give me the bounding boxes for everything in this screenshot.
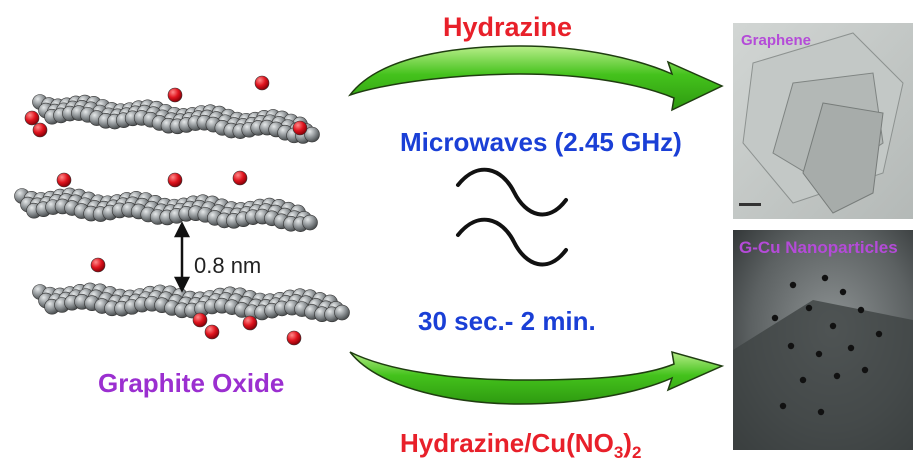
cu-nanoparticle xyxy=(829,322,837,330)
oxygen-atom xyxy=(232,170,248,186)
graphene-oxide-layer-bottom xyxy=(32,257,350,346)
g-cu-texture xyxy=(733,230,913,450)
oxygen-atom xyxy=(242,315,258,331)
top-reagent-label: Hydrazine xyxy=(443,12,573,42)
cu-nanoparticle xyxy=(787,342,795,350)
carbon-atom xyxy=(302,214,318,231)
cu-nanoparticle xyxy=(805,304,813,312)
microwave-wave-icon xyxy=(456,167,568,267)
g-cu-nanoparticles-tem-image: G-Cu Nanoparticles xyxy=(733,230,913,450)
cu-nanoparticle xyxy=(857,306,865,314)
reaction-time-label: 30 sec.- 2 min. xyxy=(418,306,596,336)
carbon-atom xyxy=(304,126,320,143)
oxygen-atom xyxy=(32,122,48,138)
cu-nanoparticle xyxy=(861,366,869,374)
cu-nanoparticle xyxy=(815,350,823,358)
oxygen-atom xyxy=(292,120,308,136)
cu-nanoparticle xyxy=(821,274,829,282)
cu-nanoparticle xyxy=(799,376,807,384)
g-cu-image-label: G-Cu Nanoparticles xyxy=(739,238,898,257)
cu-nanoparticle xyxy=(771,314,779,322)
microwave-condition-label: Microwaves (2.45 GHz) xyxy=(400,127,682,157)
cu-nanoparticle xyxy=(875,330,883,338)
graphite-oxide-label: Graphite Oxide xyxy=(98,368,285,398)
graphene-tem-image: Graphene xyxy=(733,23,913,219)
graphene-image-label: Graphene xyxy=(741,32,812,49)
cu-nanoparticle xyxy=(847,344,855,352)
oxygen-atom xyxy=(254,75,270,91)
cu-nanoparticle xyxy=(833,372,841,380)
oxygen-atom xyxy=(167,87,183,103)
graphene-sheet-texture xyxy=(733,23,913,219)
oxygen-atom xyxy=(167,172,183,188)
layer-spacing-label: 0.8 nm xyxy=(194,253,262,278)
carbon-atom xyxy=(334,304,350,321)
top-reaction-arrow xyxy=(347,45,724,112)
cu-nanoparticle xyxy=(789,281,797,289)
bottom-reaction-arrow xyxy=(349,350,725,405)
oxygen-atom xyxy=(204,324,220,340)
oxygen-atom xyxy=(90,257,106,273)
layer-spacing-arrow xyxy=(173,221,191,293)
oxygen-atom xyxy=(286,330,302,346)
oxygen-atom xyxy=(24,110,40,126)
bottom-reagent-label: Hydrazine/Cu(NO3)2 xyxy=(400,428,642,462)
graphene-oxide-layer-middle xyxy=(14,170,318,232)
oxygen-atom xyxy=(192,312,208,328)
cu-nanoparticle xyxy=(839,288,847,296)
graphene-oxide-layer-top xyxy=(24,75,320,144)
cu-nanoparticle xyxy=(779,402,787,410)
cu-nanoparticle xyxy=(817,408,825,416)
oxygen-atom xyxy=(56,172,72,188)
